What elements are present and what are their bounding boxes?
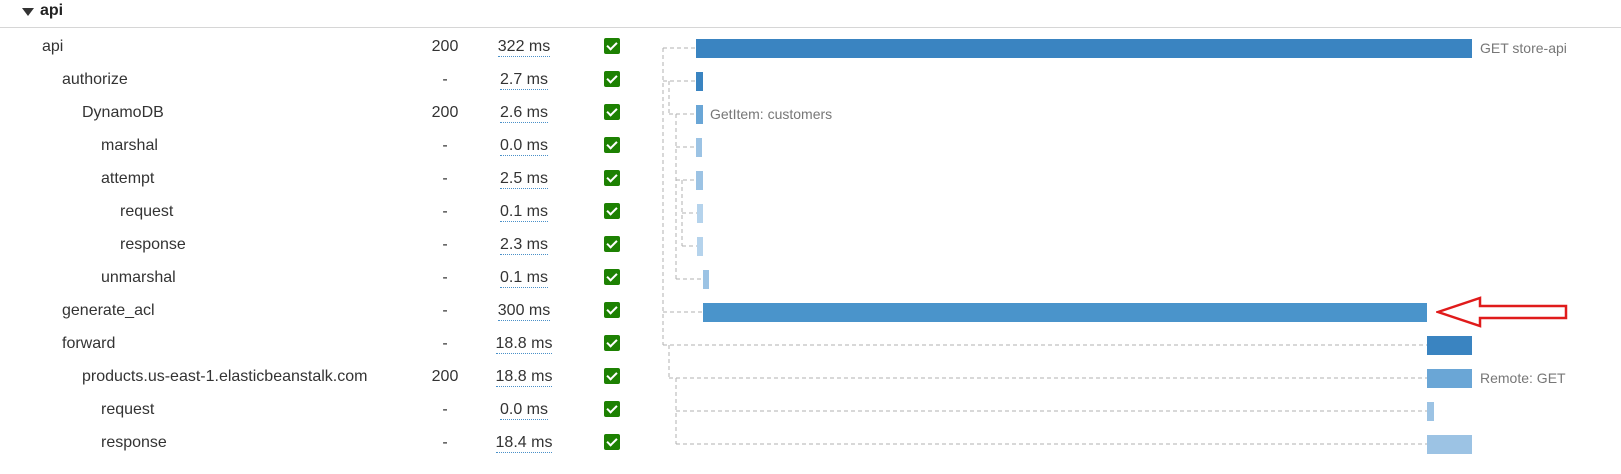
ok-check-icon <box>604 104 620 120</box>
timeline-bar[interactable] <box>1427 336 1472 355</box>
ok-check-icon <box>604 368 620 384</box>
trace-row-products-remote[interactable]: products.us-east-1.elasticbeanstalk.com … <box>0 361 1621 394</box>
timeline-bar[interactable] <box>703 303 1427 322</box>
ok-check-icon <box>604 401 620 417</box>
segment-name: api <box>42 38 64 55</box>
duration-link[interactable]: 18.8 ms <box>495 335 553 354</box>
duration-link[interactable]: 2.3 ms <box>499 236 548 255</box>
timeline-bar[interactable] <box>697 237 703 256</box>
ok-check-icon <box>604 302 620 318</box>
status-code: - <box>442 236 448 253</box>
segment-name: attempt <box>101 170 155 187</box>
status-code: - <box>442 335 448 352</box>
status-code: - <box>442 137 448 154</box>
trace-row-request[interactable]: request - 0.1 ms <box>0 196 1621 229</box>
ok-check-icon <box>604 203 620 219</box>
trace-row-response[interactable]: response - 2.3 ms <box>0 229 1621 262</box>
status-code: - <box>442 401 448 418</box>
timeline-bar[interactable] <box>696 39 1472 58</box>
ok-check-icon <box>604 236 620 252</box>
bar-label: GetItem: customers <box>710 106 833 122</box>
section-title: api <box>40 2 64 19</box>
ok-check-icon <box>604 434 620 450</box>
ok-check-icon <box>604 170 620 186</box>
duration-link[interactable]: 0.1 ms <box>499 269 548 288</box>
bar-label: GET store-api <box>1480 40 1567 56</box>
duration-link[interactable]: 2.7 ms <box>499 71 548 90</box>
segment-name: DynamoDB <box>82 104 164 121</box>
segment-name: request <box>101 401 155 418</box>
duration-link[interactable]: 18.4 ms <box>495 434 553 453</box>
status-code: - <box>442 71 448 88</box>
trace-row-api[interactable]: api 200 322 ms GET store-api <box>0 31 1621 64</box>
timeline-bar[interactable] <box>1427 402 1434 421</box>
status-code: - <box>442 269 448 286</box>
timeline-bar[interactable] <box>696 171 703 190</box>
bar-label: Remote: GET <box>1480 370 1566 386</box>
section-header[interactable]: api <box>0 0 1621 28</box>
ok-check-icon <box>604 335 620 351</box>
trace-row-response-2[interactable]: response - 18.4 ms <box>0 427 1621 460</box>
timeline-bar[interactable] <box>1427 435 1472 454</box>
segment-name: products.us-east-1.elasticbeanstalk.com <box>82 368 368 385</box>
timeline-bar[interactable] <box>697 204 703 223</box>
status-code: - <box>442 434 448 451</box>
ok-check-icon <box>604 137 620 153</box>
segment-name: generate_acl <box>62 302 155 319</box>
timeline-bar[interactable] <box>703 270 709 289</box>
segment-name: marshal <box>101 137 158 154</box>
ok-check-icon <box>604 71 620 87</box>
trace-row-attempt[interactable]: attempt - 2.5 ms <box>0 163 1621 196</box>
trace-row-generate-acl[interactable]: generate_acl - 300 ms <box>0 295 1621 328</box>
caret-down-icon[interactable] <box>22 8 34 16</box>
segment-name: response <box>120 236 186 253</box>
trace-row-dynamodb[interactable]: DynamoDB 200 2.6 ms GetItem: customers <box>0 97 1621 130</box>
trace-row-marshal[interactable]: marshal - 0.0 ms <box>0 130 1621 163</box>
status-code: - <box>442 302 448 319</box>
duration-link[interactable]: 18.8 ms <box>495 368 553 387</box>
status-code: 200 <box>431 104 459 121</box>
trace-row-request-2[interactable]: request - 0.0 ms <box>0 394 1621 427</box>
segment-name: forward <box>62 335 116 352</box>
ok-check-icon <box>604 38 620 54</box>
duration-link[interactable]: 2.5 ms <box>499 170 548 189</box>
trace-row-authorize[interactable]: authorize - 2.7 ms <box>0 64 1621 97</box>
timeline-bar[interactable] <box>1427 369 1472 388</box>
segment-name: response <box>101 434 167 451</box>
trace-row-forward[interactable]: forward - 18.8 ms <box>0 328 1621 361</box>
duration-link[interactable]: 0.0 ms <box>499 137 548 156</box>
status-code: 200 <box>431 368 459 385</box>
status-code: - <box>442 170 448 187</box>
trace-row-unmarshal[interactable]: unmarshal - 0.1 ms <box>0 262 1621 295</box>
timeline-bar[interactable] <box>696 138 702 157</box>
duration-link[interactable]: 300 ms <box>497 302 551 321</box>
status-code: - <box>442 203 448 220</box>
status-code: 200 <box>431 38 459 55</box>
timeline-bar[interactable] <box>696 105 703 124</box>
ok-check-icon <box>604 269 620 285</box>
duration-link[interactable]: 2.6 ms <box>499 104 548 123</box>
segment-name: request <box>120 203 174 220</box>
duration-link[interactable]: 0.0 ms <box>499 401 548 420</box>
red-arrow-annotation <box>1436 296 1568 328</box>
timeline-bar[interactable] <box>696 72 703 91</box>
duration-link[interactable]: 322 ms <box>497 38 551 57</box>
duration-link[interactable]: 0.1 ms <box>499 203 548 222</box>
segment-name: unmarshal <box>101 269 176 286</box>
segment-name: authorize <box>62 71 128 88</box>
